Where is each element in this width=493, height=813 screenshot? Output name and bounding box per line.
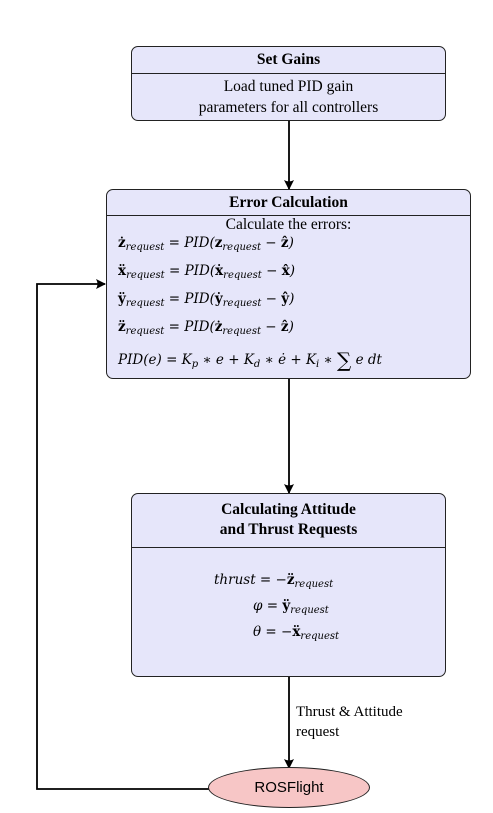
error-calculation-box: Error Calculation Calculate the errors: <box>106 189 471 379</box>
error-calculation-divider <box>107 215 470 216</box>
set-gains-divider <box>132 73 445 74</box>
feedback-loop-arrow <box>36 279 209 790</box>
edge-label-thrust-attitude: Thrust & Attitude request <box>296 702 403 742</box>
set-gains-body: Load tuned PID gain parameters for all c… <box>132 74 445 118</box>
attitude-title: Calculating Attitude and Thrust Requests <box>132 494 445 540</box>
error-calculation-title: Error Calculation <box>229 194 348 211</box>
rosflight-label: ROSFlight <box>254 779 324 796</box>
edge-label-line1: Thrust & Attitude <box>296 704 403 720</box>
rosflight-node: ROSFlight <box>208 767 370 808</box>
equation-thrust: thrust = −z̈request <box>214 572 334 590</box>
set-gains-box: Set Gains Load tuned PID gain parameters… <box>131 46 446 121</box>
edge-label-line2: request <box>296 724 340 740</box>
set-gains-line2: parameters for all controllers <box>198 99 379 116</box>
attitude-divider <box>132 547 445 548</box>
attitude-thrust-box: Calculating Attitude and Thrust Requests <box>131 493 446 677</box>
equation-phi: φ = ÿrequest <box>253 598 329 616</box>
equation-y-ddot: ÿrequest = PID(ẏrequest − ŷ) <box>118 291 295 309</box>
set-gains-title: Set Gains <box>256 51 321 68</box>
equation-z-ddot: z̈request = PID(żrequest − ẑ) <box>118 319 294 337</box>
equation-theta: θ = −ẍrequest <box>253 624 340 642</box>
equation-x-ddot: ẍrequest = PID(ẋrequest − x̂) <box>118 263 296 281</box>
set-gains-line1: Load tuned PID gain <box>223 78 354 95</box>
equation-pid-definition: PID(e) = Kp ∗ e + Kd ∗ ė + Ki ∗ ∑ e dt <box>118 348 382 372</box>
attitude-title-line2: and Thrust Requests <box>219 521 358 538</box>
equation-z-dot: żrequest = PID(zrequest − ẑ) <box>118 235 294 253</box>
attitude-title-line1: Calculating Attitude <box>221 501 356 518</box>
error-calculation-intro: Calculate the errors: <box>225 216 352 233</box>
